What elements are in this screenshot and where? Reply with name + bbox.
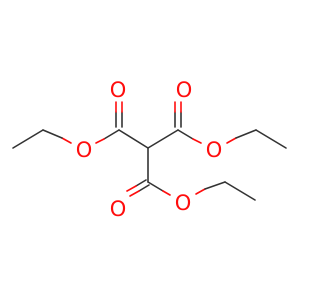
molecule-canvas: O O O O O O bbox=[0, 0, 300, 300]
bond-bottom-ethyl-ch2-ch3 bbox=[224, 181, 256, 201]
background bbox=[0, 0, 300, 300]
bond-left-ethyl-ch2-ch3 bbox=[12, 129, 44, 149]
oxygen-label-ester-right: O bbox=[206, 138, 223, 162]
bond-central-to-right-carbonyl-carbon bbox=[147, 129, 179, 149]
bond-central-to-left-carbonyl-carbon bbox=[118, 129, 149, 149]
bond-left-ester-o-to-ch2-red bbox=[61, 137, 72, 144]
oxygen-label-carbonyl-right: O bbox=[176, 78, 193, 102]
bond-right-ester-o-to-ch2 bbox=[235, 129, 257, 139]
oxygen-label-ester-left: O bbox=[76, 138, 93, 162]
atom-labels: O O O O O O bbox=[76, 78, 223, 221]
bond-right-carbonyl-to-ester-o bbox=[177, 129, 194, 140]
bond-left-carbonyl-to-ester-o-red bbox=[95, 138, 105, 144]
oxygen-label-carbonyl-left: O bbox=[110, 78, 127, 102]
bond-bottom-carbonyl-double-b-o bbox=[129, 190, 140, 197]
bond-right-ethyl-ch2-ch3 bbox=[255, 129, 287, 149]
bond-left-carbonyl-to-ester-o bbox=[103, 129, 120, 140]
bond-right-ester-o-to-ch2-red bbox=[226, 137, 237, 144]
oxygen-label-ester-bottom: O bbox=[175, 191, 192, 215]
bond-bottom-carbonyl-double-a bbox=[135, 179, 147, 187]
bond-right-carbonyl-to-ester-o-red bbox=[192, 138, 202, 144]
bond-bottom-carbonyl-to-ester-o bbox=[147, 181, 164, 192]
bond-bottom-carbonyl-double-b bbox=[138, 184, 150, 192]
bonds bbox=[12, 101, 287, 201]
bond-left-ester-o-to-ch2 bbox=[42, 129, 63, 139]
bond-bottom-ester-o-to-ch2-red bbox=[195, 188, 206, 195]
bond-bottom-ester-o-to-ch2 bbox=[204, 181, 226, 190]
bond-bottom-carbonyl-to-ester-o-red bbox=[162, 190, 171, 196]
structure-diagram: O O O O O O bbox=[0, 0, 300, 300]
oxygen-label-carbonyl-bottom: O bbox=[110, 197, 127, 221]
bond-bottom-carbonyl-double-a-o bbox=[126, 185, 137, 192]
